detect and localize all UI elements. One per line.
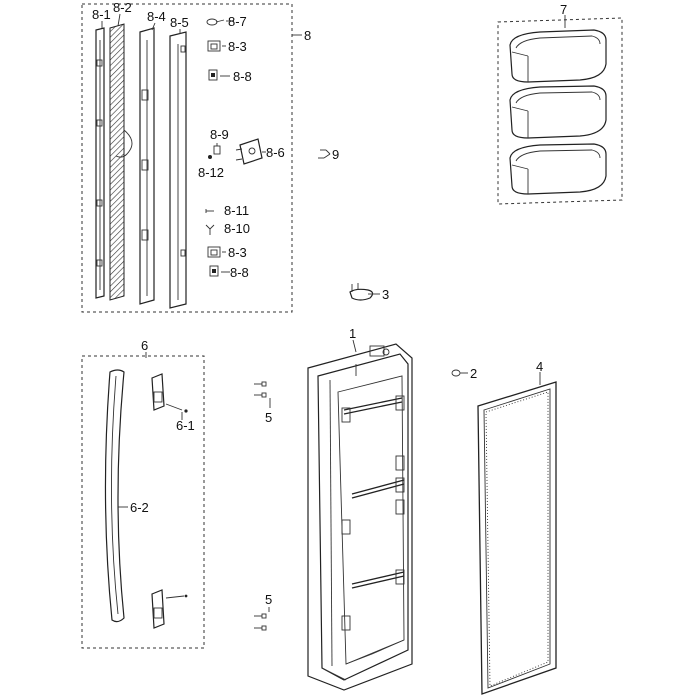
label-8-3-top: 8-3 [228,39,247,54]
part-8-6-hinge-plate-icon [235,138,266,165]
part-8-12-pin-icon [208,155,212,159]
label-4: 4 [536,359,543,374]
label-8-1: 8-1 [92,7,111,22]
label-8-11: 8-11 [224,203,249,218]
part-6-1-handle-bracket-top [151,373,188,413]
part-5-screws-lower [254,607,270,631]
label-8-3-bottom: 8-3 [228,245,247,260]
label-8-6: 8-6 [266,145,285,160]
label-8-9: 8-9 [210,127,229,142]
label-7: 7 [560,2,567,17]
part-8-10-hook-icon [205,224,215,235]
part-8-3-bracket-icon-bottom [207,246,226,258]
part-6-1-handle-bracket-bottom [151,589,188,629]
group-7-frame [497,17,623,205]
label-6-1: 6-1 [176,418,195,433]
part-8-8-block-icon-bottom [209,265,230,277]
label-8-8-top: 8-8 [233,69,252,84]
part-8-5-strip [169,31,187,309]
label-1: 1 [349,326,356,341]
part-8-1-strip [95,27,105,299]
door-bin-bottom [509,143,607,195]
part-8-7-clip-icon [206,18,234,26]
part-2-plug-icon [451,369,468,377]
label-8-8-bottom: 8-8 [230,265,249,280]
part-8-2-hatched-strip [109,23,133,301]
label-6-2: 6-2 [130,500,149,515]
part-8-8-block-icon-top [208,69,230,81]
label-8-5: 8-5 [170,15,189,30]
part-8-4-strip [139,27,155,305]
part-8-11-screw-icon [205,209,214,213]
part-8-9-screw-icon [213,143,221,155]
part-1-door-assembly [307,343,413,691]
label-8-12: 8-12 [198,165,224,180]
label-5-lower: 5 [265,592,272,607]
door-bin-top [509,29,607,83]
part-5-screws-upper [254,381,271,408]
label-8-2: 8-2 [113,0,132,15]
label-6: 6 [141,338,148,353]
group-6-frame [81,355,205,649]
part-8-3-bracket-icon-top [207,40,226,52]
label-9: 9 [332,147,339,162]
label-8: 8 [304,28,311,43]
label-8-10: 8-10 [224,221,250,236]
part-9-screws-icon [318,149,331,159]
group-8-frame [81,3,293,313]
label-2: 2 [470,366,477,381]
label-8-7: 8-7 [228,14,247,29]
part-3-hinge-cap-icon [349,283,380,301]
part-4-door-gasket [477,381,557,695]
door-bin-middle [509,85,607,139]
label-8-4: 8-4 [147,9,166,24]
label-5-upper: 5 [265,410,272,425]
label-3: 3 [382,287,389,302]
part-6-2-handle-bar [104,369,125,623]
